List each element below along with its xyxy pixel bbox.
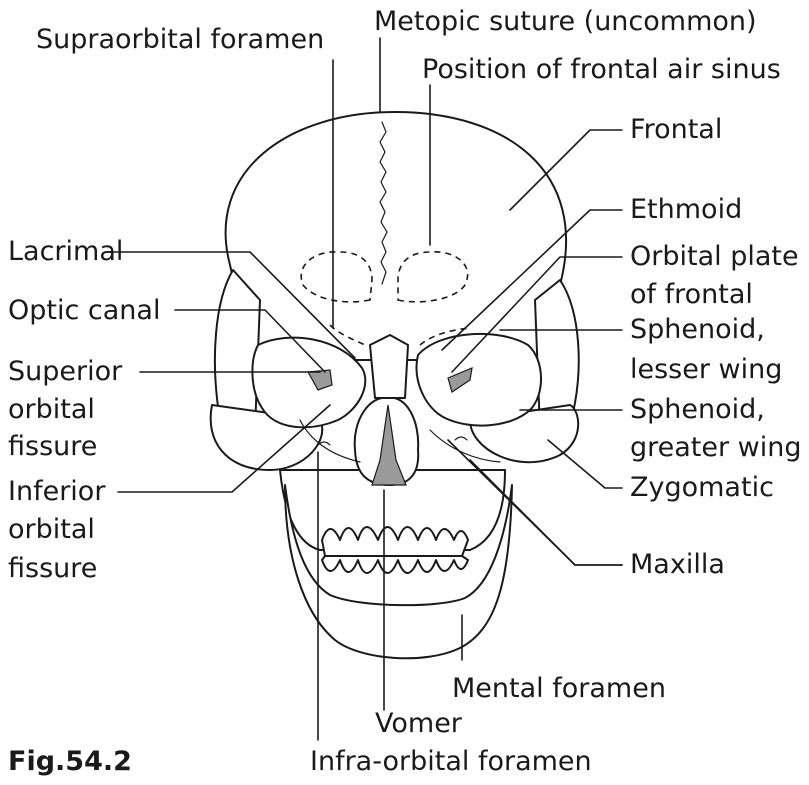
- label-frontal: Frontal: [630, 114, 722, 145]
- label-lesser-wing-line1: Sphenoid,: [630, 314, 765, 345]
- left-frontal-sinus: [300, 251, 373, 303]
- nasal-bones: [369, 334, 409, 399]
- infraorbital-foramen-left: [317, 441, 331, 446]
- label-mental-foramen: Mental foramen: [452, 673, 666, 704]
- lower-teeth: [321, 555, 469, 574]
- upper-teeth: [321, 526, 469, 557]
- label-superior-orbital-fissure-line2: orbital: [8, 394, 95, 425]
- label-inferior-orbital-fissure-line1: Inferior: [8, 476, 106, 507]
- metopic-suture: [379, 121, 388, 285]
- facial-suture-right: [429, 429, 501, 463]
- facial-suture-left: [299, 419, 361, 463]
- label-greater-wing-line2: greater wing: [630, 432, 802, 463]
- vomer-shape: [371, 404, 407, 486]
- label-maxilla: Maxilla: [630, 549, 725, 580]
- label-superior-orbital-fissure-line3: fissure: [8, 431, 97, 462]
- label-frontal-air-sinus: Position of frontal air sinus: [422, 54, 781, 85]
- label-superior-orbital-fissure-line1: Superior: [8, 356, 123, 387]
- infraorbital-foramen-right: [454, 436, 468, 441]
- left-orbit: [251, 336, 367, 429]
- label-infraorbital-foramen: Infra-orbital foramen: [310, 746, 592, 777]
- label-lesser-wing-line2: lesser wing: [630, 354, 782, 385]
- right-frontal-sinus: [397, 251, 469, 303]
- label-metopic-suture: Metopic suture (uncommon): [374, 6, 757, 37]
- label-ethmoid: Ethmoid: [630, 194, 742, 225]
- label-orbital-plate-line2: of frontal: [630, 279, 753, 310]
- mandible-outline: [284, 484, 513, 660]
- label-zygomatic: Zygomatic: [630, 472, 774, 503]
- skull-drawing: [209, 111, 580, 660]
- label-inferior-orbital-fissure-line3: fissure: [8, 553, 97, 584]
- figure-caption: Fig.54.2: [8, 746, 132, 777]
- right-orbit: [415, 332, 542, 427]
- right-superior-orbital-fissure: [447, 367, 473, 393]
- labels: Supraorbital foramen Metopic suture (unc…: [8, 6, 802, 777]
- label-lacrimal: Lacrimal: [8, 236, 123, 267]
- label-supraorbital-foramen: Supraorbital foramen: [36, 24, 324, 55]
- label-orbital-plate-line1: Orbital plate: [630, 241, 799, 272]
- leader-lines: [109, 37, 623, 741]
- label-optic-canal: Optic canal: [8, 295, 160, 326]
- label-greater-wing-line1: Sphenoid,: [630, 394, 765, 425]
- label-inferior-orbital-fissure-line2: orbital: [8, 514, 95, 545]
- label-vomer: Vomer: [375, 708, 463, 739]
